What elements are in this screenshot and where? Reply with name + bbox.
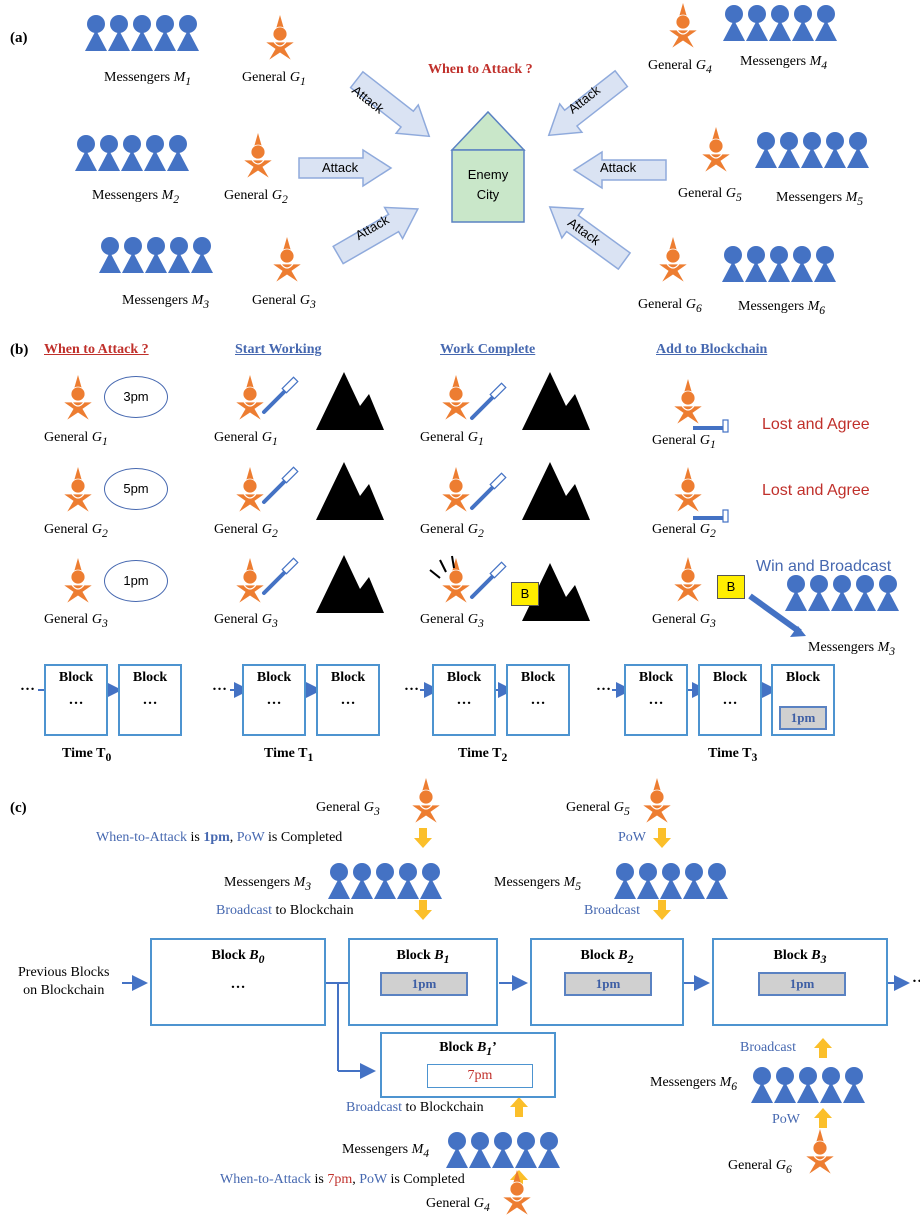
block-b3-value: 1pm: [758, 972, 846, 996]
winning-block-badge: B: [717, 575, 745, 599]
block-t0-1: Block…: [44, 664, 108, 736]
lost-agree-g2: Lost and Agree: [762, 482, 870, 499]
c-general-g5-label: General G5: [566, 800, 630, 818]
c-general-g4-label: General G4: [426, 1196, 490, 1214]
general-g5-label: General G5: [678, 186, 742, 204]
panel-a-label: (a): [10, 30, 28, 46]
time-t0-label: Time T0: [62, 746, 112, 764]
b-col4-general-g2: General G2: [652, 522, 716, 540]
b-col1-general-g1: General G1: [44, 430, 108, 448]
block-t1-1: Block…: [242, 664, 306, 736]
block-t2-2: Block…: [506, 664, 570, 736]
lost-agree-g1: Lost and Agree: [762, 416, 870, 433]
b-col3-general-g3: General G3: [420, 612, 484, 630]
found-block-badge: B: [511, 582, 539, 606]
c-messengers-m5-label: Messengers M5: [494, 875, 582, 893]
b-col2-general-g1: General G1: [214, 430, 278, 448]
win-broadcast-g3: Win and Broadcast: [756, 558, 892, 575]
b-t1-dots: …: [212, 678, 227, 694]
chain-continues-dots: …: [912, 970, 920, 987]
b-t0-dots: …: [20, 678, 35, 694]
time-t1-label: Time T1: [264, 746, 314, 764]
general-g2-label: General G2: [224, 188, 288, 206]
header-add-to-blockchain: Add to Blockchain: [656, 342, 768, 357]
b-col2-general-g3: General G3: [214, 612, 278, 630]
c-general-g3-label: General G3: [316, 800, 380, 818]
time-t2-label: Time T2: [458, 746, 508, 764]
c-m6-broadcast: Broadcast: [740, 1040, 796, 1055]
enemy-city: [450, 110, 526, 223]
block-b0: Block B0 …: [150, 938, 326, 1026]
header-start-working: Start Working: [235, 342, 322, 357]
b-t3-dots: …: [596, 678, 611, 694]
panel-b-label: (b): [10, 342, 29, 358]
general-g6-label: General G6: [638, 297, 702, 315]
c-m4-broadcast: Broadcast to Blockchain: [346, 1100, 484, 1115]
b-col4-general-g3: General G3: [652, 612, 716, 630]
city-line-2: City: [476, 187, 500, 202]
city-line-1: Enemy: [467, 167, 509, 182]
messengers-m2-label: Messengers M2: [92, 188, 180, 206]
c-m3-broadcast: Broadcast to Blockchain: [216, 903, 354, 918]
c-messengers-m3-label: Messengers M3: [224, 875, 312, 893]
c-g4-statement: When-to-Attack is 7pm, PoW is Completed: [220, 1172, 465, 1187]
block-t3-new-value: 1pm: [779, 706, 827, 730]
c-general-g6-label: General G6: [728, 1158, 792, 1176]
block-b1: Block B1 1pm: [348, 938, 498, 1026]
c-g5-pow: PoW: [618, 830, 646, 845]
b-col3-general-g2: General G2: [420, 522, 484, 540]
block-t3-2: Block…: [698, 664, 762, 736]
b-messengers-m3-label: Messengers M3: [808, 640, 896, 658]
panel-b-figures: [62, 372, 899, 637]
block-t1-2: Block…: [316, 664, 380, 736]
b-col1-general-g2: General G2: [44, 522, 108, 540]
b-col2-general-g2: General G2: [214, 522, 278, 540]
time-bubble-g2: 5pm: [104, 468, 168, 510]
c-messengers-m6-label: Messengers M6: [650, 1075, 738, 1093]
general-g3-label: General G3: [252, 293, 316, 311]
time-t3-label: Time T3: [708, 746, 758, 764]
general-g4-label: General G4: [648, 58, 712, 76]
block-t2-1: Block…: [432, 664, 496, 736]
block-b3: Block B3 1pm: [712, 938, 888, 1026]
b-col4-general-g1: General G1: [652, 433, 716, 451]
block-b2: Block B2 1pm: [530, 938, 684, 1026]
panel-c-label: (c): [10, 800, 27, 816]
messengers-m1-label: Messengers M1: [104, 70, 192, 88]
block-b1-value: 1pm: [380, 972, 468, 996]
block-t0-2: Block…: [118, 664, 182, 736]
block-b1-prime-value: 7pm: [427, 1064, 533, 1088]
header-when-to-attack: When to Attack ?: [44, 342, 149, 357]
block-b2-value: 1pm: [564, 972, 652, 996]
panel-a-title: When to Attack ?: [428, 62, 533, 77]
block-t3-1: Block…: [624, 664, 688, 736]
prev-line-2: on Blockchain: [23, 983, 105, 998]
b-t2-dots: …: [404, 678, 419, 694]
time-bubble-g1: 3pm: [104, 376, 168, 418]
general-g1-label: General G1: [242, 70, 306, 88]
attack-label-g2: Attack: [322, 160, 359, 175]
time-bubble-g3: 1pm: [104, 560, 168, 602]
c-m5-broadcast: Broadcast: [584, 903, 640, 918]
c-g3-statement: When-to-Attack is 1pm, PoW is Completed: [96, 830, 343, 845]
b-col1-general-g3: General G3: [44, 612, 108, 630]
header-work-complete: Work Complete: [440, 342, 536, 357]
messengers-m4-label: Messengers M4: [740, 54, 828, 72]
messengers-m3-label: Messengers M3: [122, 293, 210, 311]
enemy-city-label: Enemy City: [452, 165, 524, 205]
previous-blocks-label: Previous Blocks on Blockchain: [18, 964, 109, 1000]
messengers-m6-label: Messengers M6: [738, 299, 826, 317]
c-messengers-m4-label: Messengers M4: [342, 1142, 430, 1160]
messengers-m5-label: Messengers M5: [776, 190, 864, 208]
c-g6-pow: PoW: [772, 1112, 800, 1127]
b-col3-general-g1: General G1: [420, 430, 484, 448]
block-b1-prime: Block B1’ 7pm: [380, 1032, 556, 1098]
prev-line-1: Previous Blocks: [18, 965, 110, 980]
attack-label-g5: Attack: [600, 160, 637, 175]
